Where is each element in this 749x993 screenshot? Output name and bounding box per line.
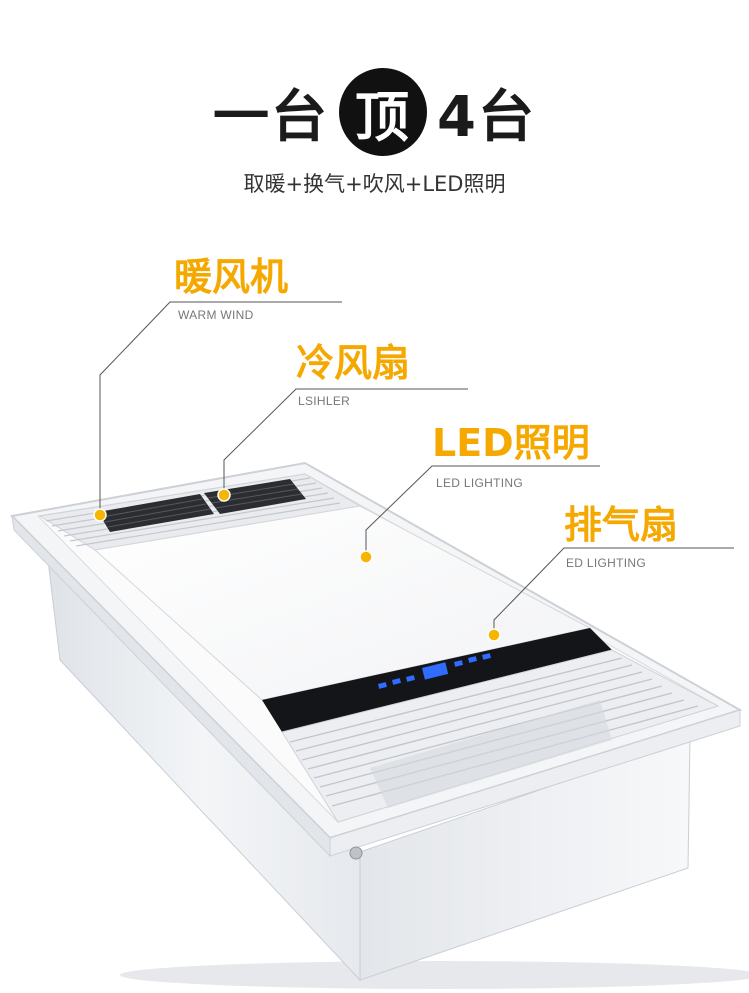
- callout-dot-exhaust: [487, 628, 501, 642]
- display-indicators: [378, 653, 491, 689]
- exhaust-inner-vent: [370, 700, 612, 808]
- callout-title-cool-fan: 冷风扇: [296, 341, 411, 385]
- callout-subtitle-exhaust: ED LIGHTING: [566, 556, 646, 570]
- headline-badge-text: 顶: [355, 85, 412, 149]
- callout-title-led: LED照明: [432, 421, 590, 465]
- headline-badge: 顶: [339, 68, 428, 156]
- callout-subtitle-warm-wind: WARM WIND: [178, 308, 254, 322]
- callout-dot-warm-wind: [93, 508, 107, 522]
- callout-subtitle-led: LED LIGHTING: [436, 476, 523, 490]
- control-display[interactable]: [262, 628, 612, 732]
- headline-part2: 4台: [437, 84, 536, 150]
- callout-line-cool-fan: [223, 388, 468, 495]
- callout-dot-led: [359, 550, 373, 564]
- callout-line-led: [365, 465, 600, 557]
- callout-title-warm-wind: 暖风机: [174, 255, 289, 299]
- callout-subtitle-cool-fan: LSIHLER: [298, 394, 351, 408]
- callout-lines: [99, 301, 734, 635]
- callout-title-exhaust: 排气扇: [564, 503, 679, 547]
- headline-part1: 一台: [213, 84, 330, 150]
- callout-dots: [93, 488, 501, 642]
- headline: 一台 顶 4台: [0, 68, 749, 156]
- callout-line-warm-wind: [99, 301, 342, 515]
- callout-line-exhaust: [493, 547, 734, 635]
- ground-shadow: [120, 961, 749, 989]
- callout-dot-cool-fan: [217, 488, 231, 502]
- subheadline: 取暖+换气+吹风+LED照明: [243, 172, 506, 196]
- screw-icon: [349, 846, 363, 860]
- frame-front-edge: [329, 709, 741, 857]
